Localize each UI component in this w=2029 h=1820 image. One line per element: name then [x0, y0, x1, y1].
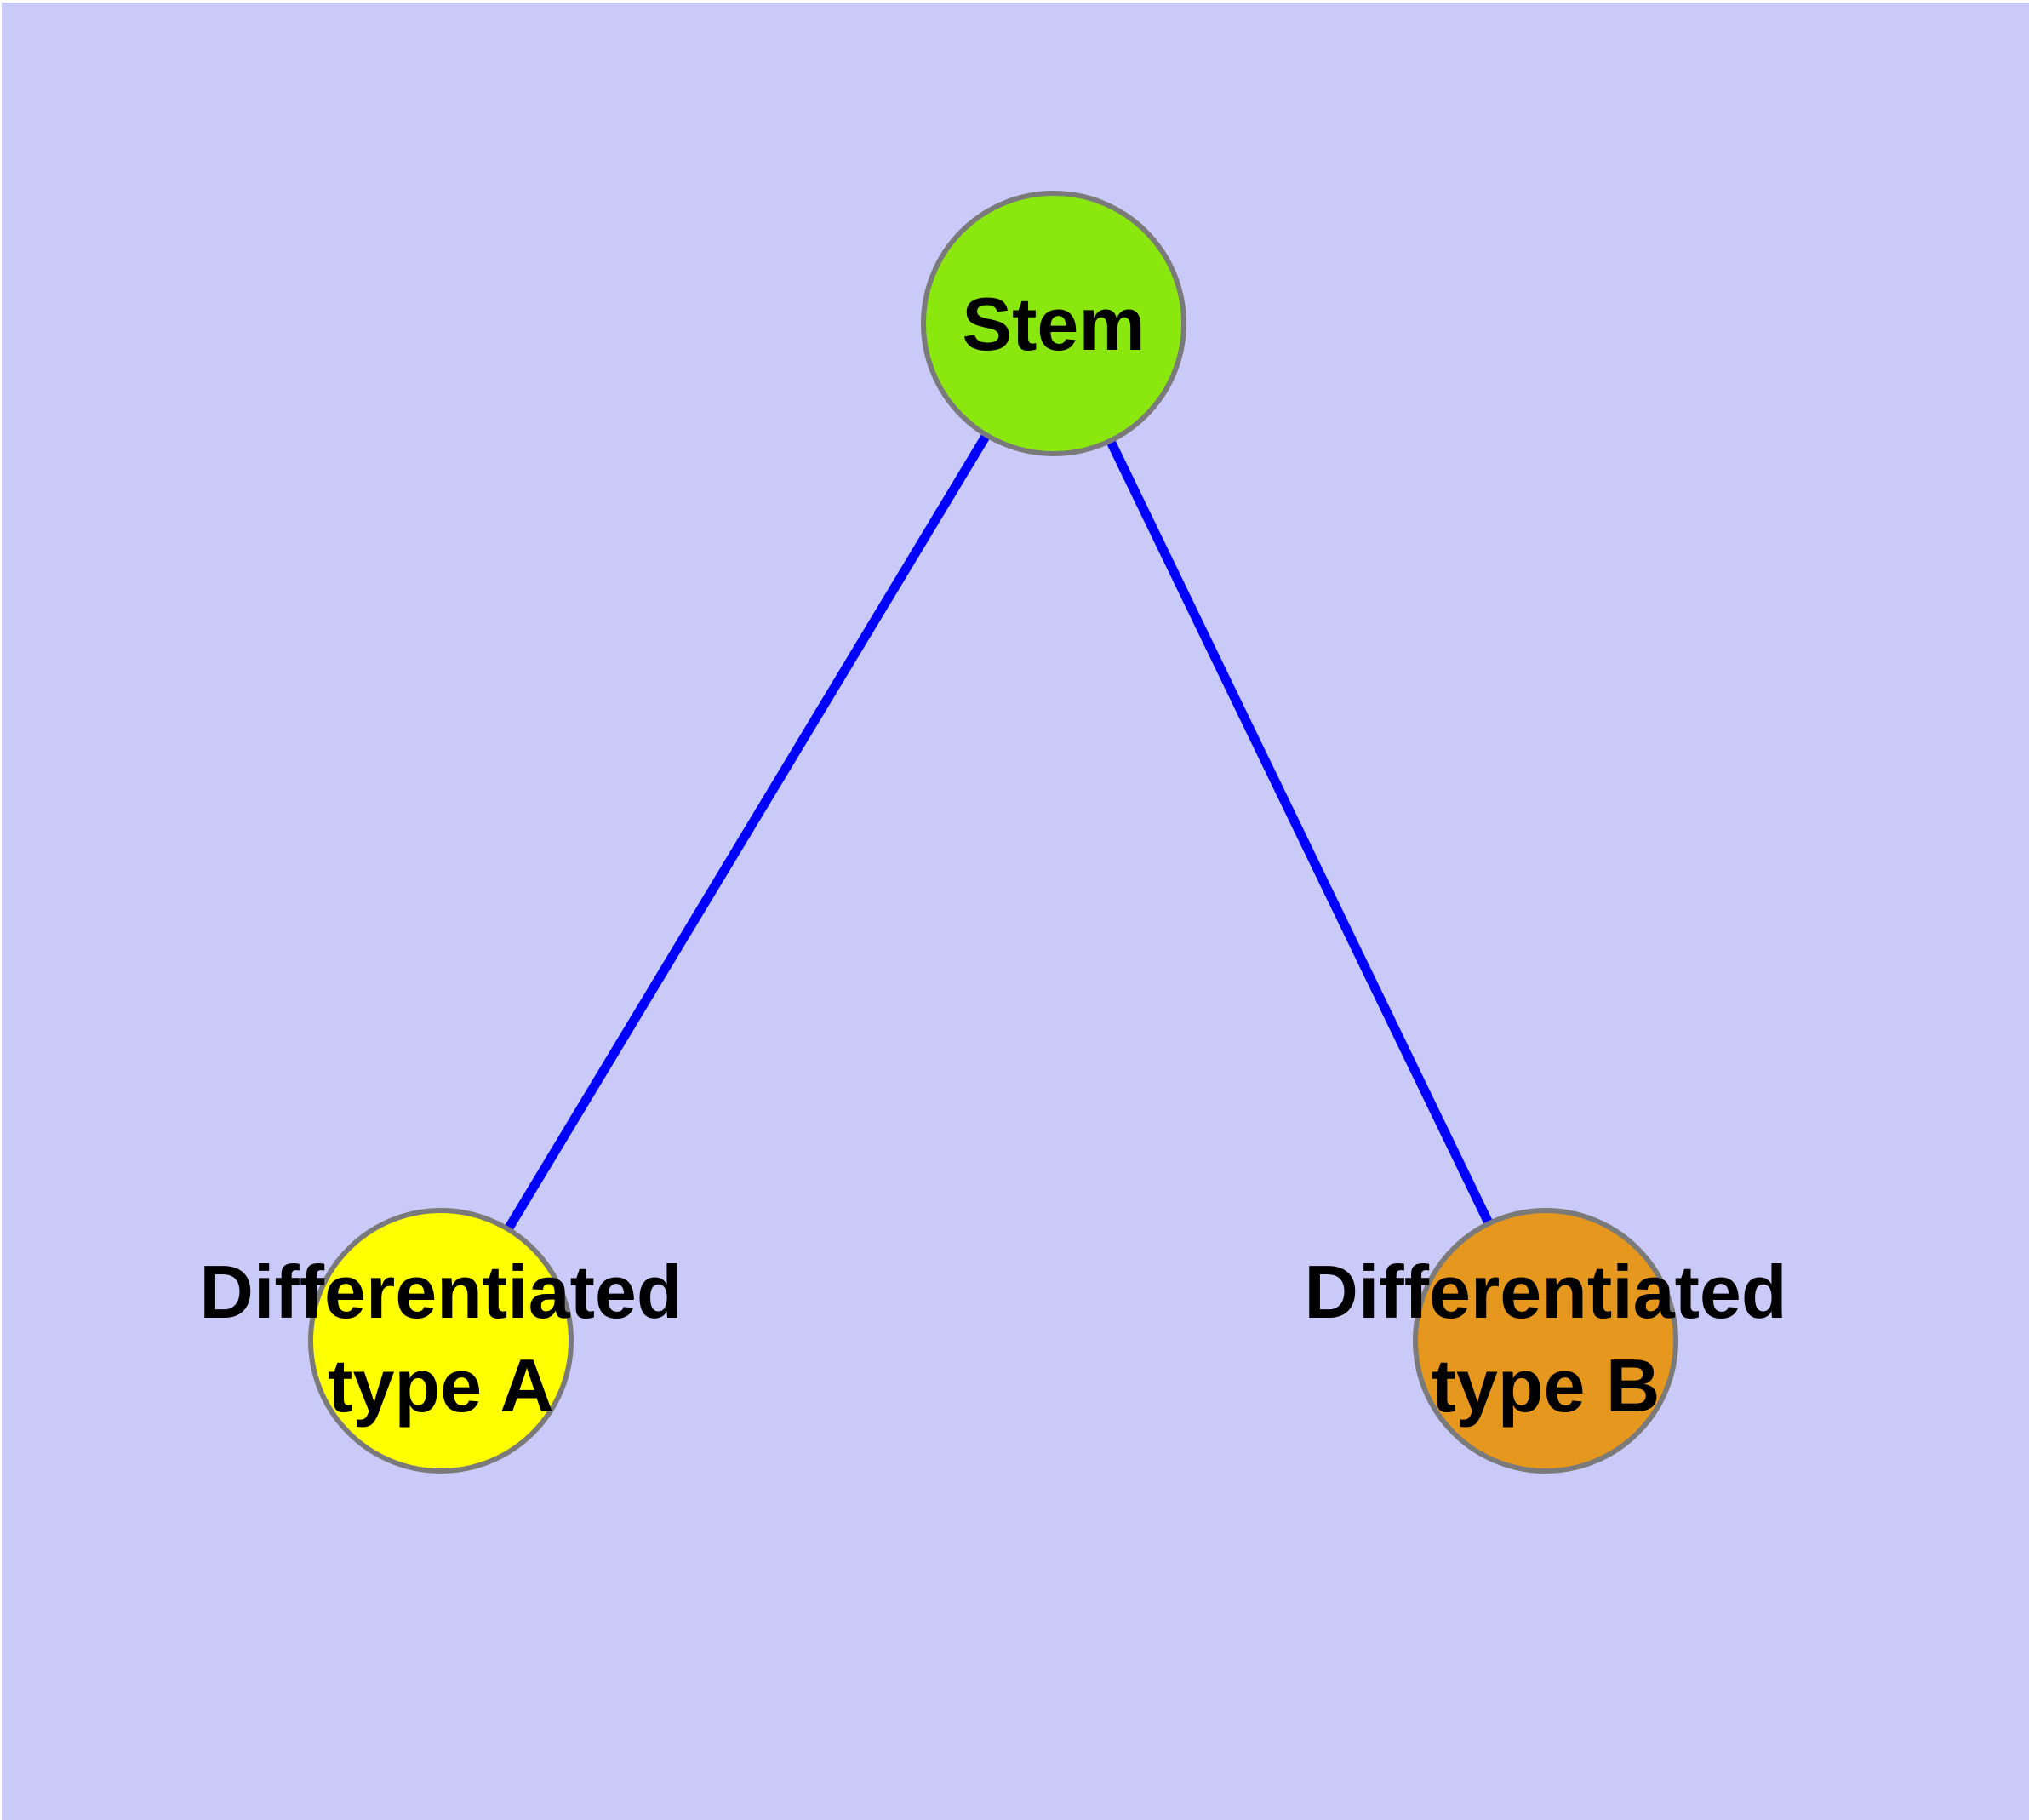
node-type-a-label-line-1: Differentiated — [199, 1250, 682, 1334]
node-type-a-label-line-2: type A — [328, 1343, 554, 1428]
node-stem-label: Stem — [962, 282, 1145, 366]
node-type-b-label-line-1: Differentiated — [1304, 1250, 1786, 1334]
node-differentiated-type-a — [308, 1208, 574, 1474]
label-layer: Stem Differentiated type A Differentiate… — [199, 282, 1786, 1428]
node-differentiated-type-b — [1413, 1208, 1678, 1474]
edge-stem-to-type-a — [437, 321, 1058, 1343]
node-layer — [308, 191, 1678, 1474]
edge-layer — [437, 321, 1550, 1343]
edge-stem-to-type-b — [1049, 321, 1550, 1343]
node-stem — [921, 191, 1186, 456]
node-type-b-label-line-2: type B — [1432, 1343, 1660, 1428]
